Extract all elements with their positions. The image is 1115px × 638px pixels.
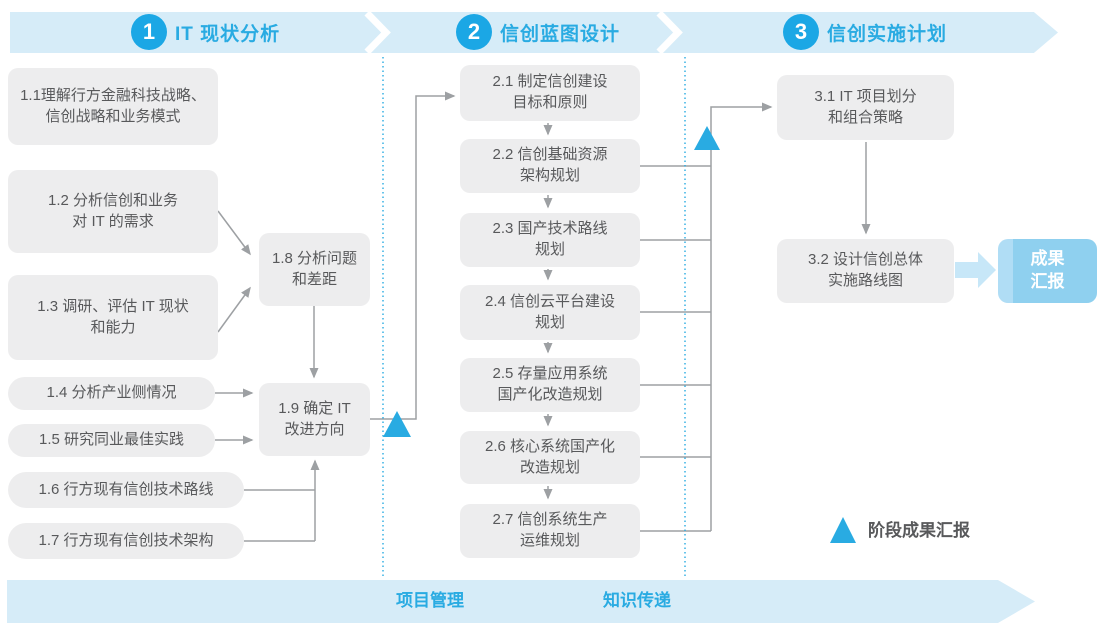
legend: 阶段成果汇报 (830, 516, 970, 543)
box-1-5: 1.5 研究同业最佳实践 (8, 424, 215, 457)
box-1-9: 1.9 确定 IT 改进方向 (259, 383, 370, 456)
box-2-1: 2.1 制定信创建设 目标和原则 (460, 65, 640, 121)
box-1-7: 1.7 行方现有信创技术架构 (8, 523, 244, 559)
arrow-1-9-to-2-1 (370, 91, 456, 420)
box-3-1: 3.1 IT 项目划分 和组合策略 (777, 75, 954, 140)
box-2-2: 2.2 信创基础资源 架构规划 (460, 139, 640, 193)
box-1-8: 1.8 分析问题 和差距 (259, 233, 370, 306)
arrow-collector-to-3-1 (710, 102, 773, 531)
box-1-1: 1.1理解行方金融科技战略、 信创战略和业务模式 (8, 68, 218, 145)
phase-1-title: IT 现状分析 (175, 23, 281, 45)
arrow-1-3-to-1-8 (217, 286, 251, 333)
bottom-label-project-management: 项目管理 (396, 591, 464, 610)
milestone-triangle-icon-phase2 (694, 126, 720, 150)
phase-3-number-badge: 3 (783, 14, 819, 50)
box-2-7: 2.7 信创系统生产 运维规划 (460, 504, 640, 558)
phase-2-header: 2 信创蓝图设计 (456, 14, 620, 50)
box-1-4: 1.4 分析产业侧情况 (8, 377, 215, 410)
box-2-6: 2.6 核心系统国产化 改造规划 (460, 431, 640, 484)
result-arrow-icon (955, 252, 996, 288)
bottom-label-knowledge-transfer: 知识传递 (603, 591, 671, 610)
box-1-3: 1.3 调研、评估 IT 现状 和能力 (8, 275, 218, 360)
box-1-2: 1.2 分析信创和业务 对 IT 的需求 (8, 170, 218, 253)
box-2-4: 2.4 信创云平台建设 规划 (460, 285, 640, 340)
phase-band (10, 12, 1058, 53)
result-report-box: 成果 汇报 (998, 239, 1097, 303)
milestone-triangle-icon-legend (830, 517, 856, 543)
box-2-5: 2.5 存量应用系统 国产化改造规划 (460, 358, 640, 412)
phase-2-number-badge: 2 (456, 14, 492, 50)
bottom-band (7, 580, 1035, 623)
phase-2-title: 信创蓝图设计 (500, 23, 621, 45)
box-2-3: 2.3 国产技术路线 规划 (460, 213, 640, 267)
phase-1-header: 1 IT 现状分析 (131, 14, 280, 50)
legend-label: 阶段成果汇报 (868, 521, 970, 540)
arrow-1-2-to-1-8 (217, 210, 251, 256)
box-1-6: 1.6 行方现有信创技术路线 (8, 472, 244, 508)
box-3-2: 3.2 设计信创总体 实施路线图 (777, 239, 954, 303)
phase-3-title: 信创实施计划 (827, 23, 948, 45)
milestone-triangle-icon-phase1 (383, 411, 411, 437)
phase-1-number-badge: 1 (131, 14, 167, 50)
phase-3-header: 3 信创实施计划 (783, 14, 947, 50)
